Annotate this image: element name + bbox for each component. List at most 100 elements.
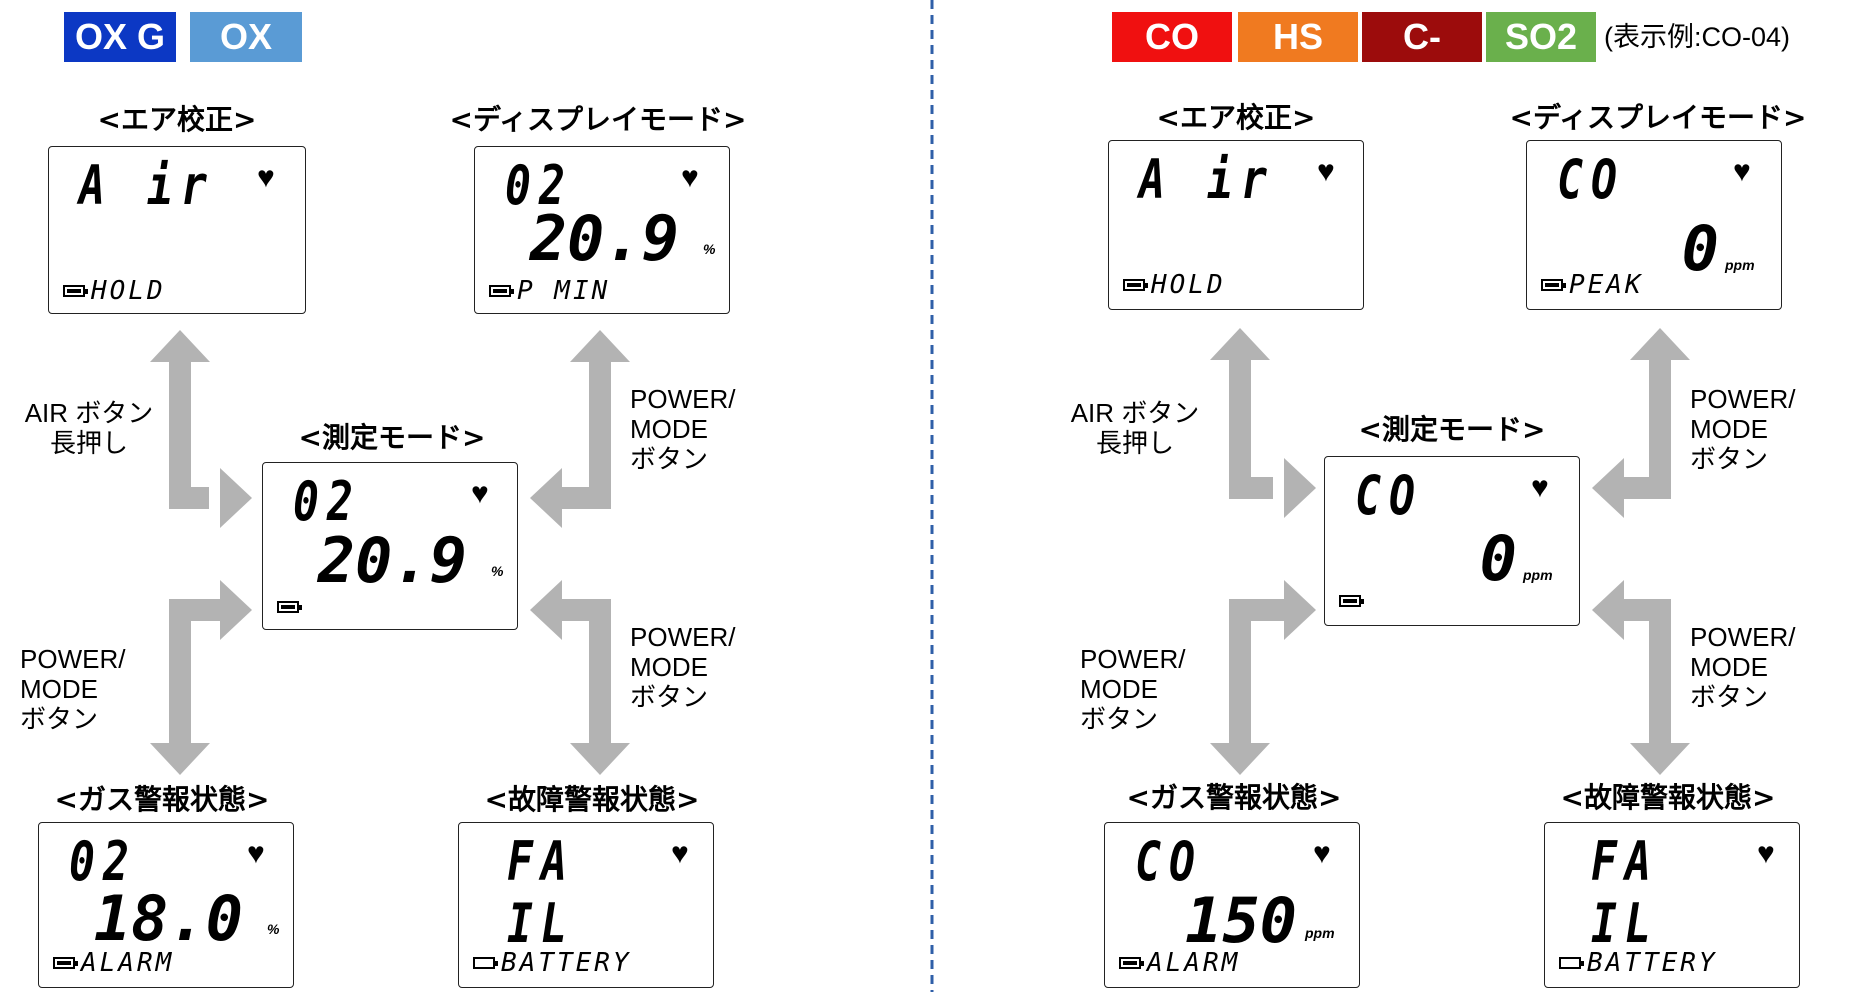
sensor-tag-ox-g: OX G [64, 12, 176, 62]
arrow-head-left [530, 468, 562, 528]
arrow-head-down [1210, 743, 1270, 775]
arrow-shaft [1229, 360, 1251, 499]
battery-icon [277, 601, 302, 613]
label-line: POWER/ [630, 622, 736, 652]
heart-icon: ♥ [471, 477, 489, 510]
lcd-status: PEAK [1569, 270, 1644, 300]
title-air-calibration: <エア校正> [1156, 101, 1316, 134]
label-line: MODE [630, 414, 708, 444]
sensor-tag-so2: SO2 [1486, 12, 1596, 62]
label-line: ボタン [1690, 444, 1769, 474]
lcd-status: HOLD [91, 276, 166, 306]
lcd-unit: ppm [1305, 925, 1335, 941]
label-air-long-press: AIR ボタン 長押し [14, 398, 164, 458]
heart-icon: ♥ [671, 837, 689, 870]
title-gas-alarm: <ガス警報状態> [54, 783, 270, 816]
arrow-shaft [589, 599, 611, 743]
lcd-status: ALARM [81, 948, 175, 978]
label-power-mode-lower-right: POWER/ MODE ボタン [630, 622, 735, 712]
lcd-unit: % [491, 563, 504, 579]
lcd-reading: 20.9 [317, 524, 467, 597]
heart-icon: ♥ [1531, 471, 1549, 504]
label-power-mode-lower-left: POWER/ MODE ボタン [20, 644, 125, 734]
arrow-head-right [1284, 458, 1316, 518]
label-line: MODE [1690, 414, 1768, 444]
arrow-shaft [1229, 599, 1251, 743]
label-line: POWER/ [1690, 622, 1796, 652]
battery-icon [1559, 957, 1584, 969]
label-line: MODE [20, 674, 98, 704]
title-gas-alarm: <ガス警報状態> [1126, 781, 1342, 814]
title-fault-alarm: <故障警報状態> [484, 783, 700, 816]
arrow-shaft [1229, 599, 1284, 621]
label-line: ボタン [1690, 682, 1769, 712]
label-air-long-press: AIR ボタン 長押し [1060, 398, 1210, 458]
arrow-head-left [1592, 458, 1624, 518]
arrow-head-down [150, 743, 210, 775]
title-display-mode: <ディスプレイモード> [449, 103, 747, 136]
lcd-gas-code: CO [1557, 148, 1626, 211]
arrow-shaft [169, 599, 220, 621]
lcd-display-mode: 02 ♥ 20.9 % P MIN [474, 146, 730, 314]
arrow-head-down [570, 743, 630, 775]
label-line: POWER/ [20, 644, 126, 674]
label-power-mode-upper: POWER/ MODE ボタン [630, 384, 735, 474]
arrow-head-right [220, 580, 252, 640]
title-display-mode: <ディスプレイモード> [1509, 101, 1807, 134]
arrow-head-right [220, 468, 252, 528]
battery-icon [489, 285, 514, 297]
lcd-reading: 0 [1681, 212, 1719, 285]
label-line: 長押し [1095, 428, 1174, 458]
arrow-shaft [169, 362, 191, 509]
arrow-head-left [530, 580, 562, 640]
lcd-status: ALARM [1147, 948, 1241, 978]
lcd-gas-code: CO [1135, 830, 1204, 893]
battery-icon [1123, 279, 1148, 291]
lcd-gas-code: CO [1355, 464, 1424, 527]
lcd-reading: 0 [1479, 522, 1517, 595]
battery-icon [63, 285, 88, 297]
arrow-head-right [1284, 580, 1316, 640]
label-line: POWER/ [630, 384, 736, 414]
sensor-tag-hs: HS [1238, 12, 1358, 62]
sensor-tag-c: C- [1362, 12, 1482, 62]
lcd-unit: % [267, 921, 280, 937]
heart-icon: ♥ [247, 837, 265, 870]
lcd-air-calibration: A ir ♥ HOLD [48, 146, 306, 314]
lcd-fault-alarm: FA IL ♥ BATTERY [458, 822, 714, 988]
lcd-measure-mode: CO ♥ 0 ppm [1324, 456, 1580, 626]
arrow-head-up [1630, 328, 1690, 360]
battery-icon [473, 957, 498, 969]
lcd-unit: ppm [1523, 567, 1553, 583]
arrow-head-up [570, 330, 630, 362]
arrow-head-down [1630, 743, 1690, 775]
lcd-gas-code: 02 [293, 470, 362, 533]
heart-icon: ♥ [1757, 837, 1775, 870]
lcd-unit: % [703, 241, 716, 257]
arrow-shaft [589, 362, 611, 509]
arrow-shaft [1624, 477, 1660, 499]
battery-icon [53, 957, 78, 969]
sensor-tag-ox: OX [190, 12, 302, 62]
lcd-unit: ppm [1725, 257, 1755, 273]
arrow-shaft [1649, 360, 1671, 499]
lcd-gas-code: 02 [69, 830, 138, 893]
title-fault-alarm: <故障警報状態> [1560, 781, 1776, 814]
arrow-head-up [150, 330, 210, 362]
label-line: ボタン [20, 704, 99, 734]
lcd-air-calibration: A ir ♥ HOLD [1108, 140, 1364, 310]
arrow-shaft [562, 487, 600, 509]
title-measure-mode: <測定モード> [1358, 413, 1546, 446]
display-example-note: (表示例:CO-04) [1604, 22, 1791, 52]
heart-icon: ♥ [1733, 155, 1751, 188]
heart-icon: ♥ [257, 161, 275, 194]
label-line: MODE [1690, 652, 1768, 682]
lcd-reading: 20.9 [529, 202, 679, 275]
sensor-tag-co: CO [1112, 12, 1232, 62]
arrow-head-up [1210, 328, 1270, 360]
label-line: MODE [630, 652, 708, 682]
label-line: ボタン [1080, 704, 1159, 734]
lcd-reading: 150 [1185, 884, 1297, 957]
